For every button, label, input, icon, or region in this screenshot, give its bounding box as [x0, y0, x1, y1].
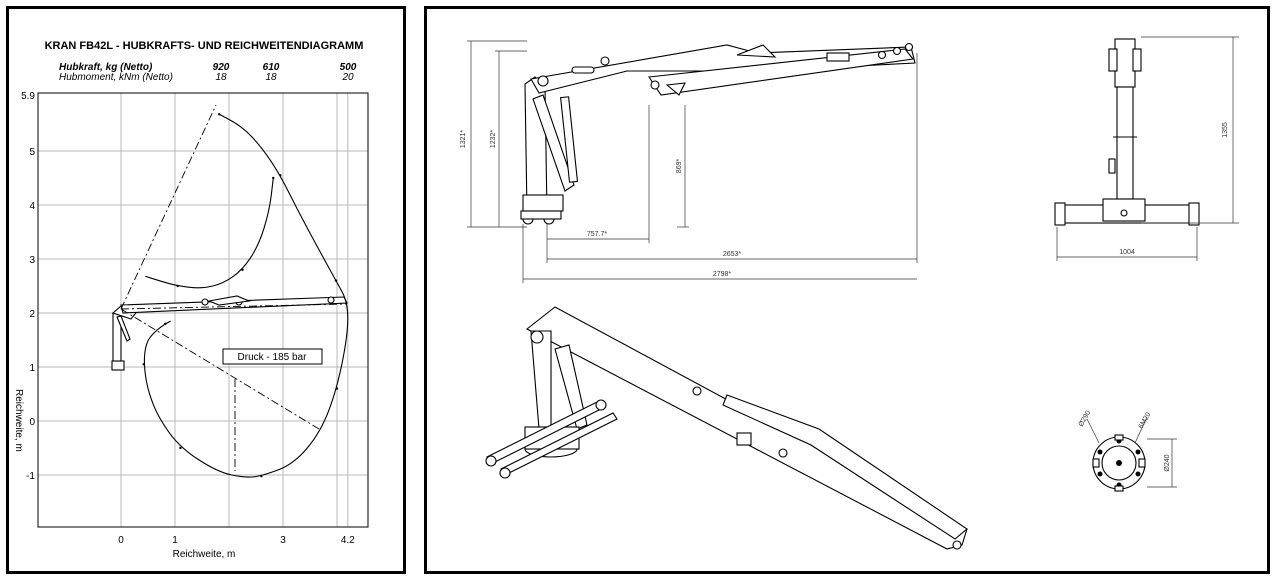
dim-6m20: 6M20: [1138, 411, 1153, 430]
x-tick-label: 0: [118, 535, 124, 546]
y-tick-label: 3: [29, 255, 35, 266]
dim-2653: 2653*: [723, 251, 742, 258]
hubkraft-value-2: 610: [263, 62, 280, 73]
reach-curve-1: [143, 113, 349, 478]
x-tick-label: 1: [172, 535, 178, 546]
plot-frame: [37, 92, 369, 528]
hubkraft-label: Hubkraft, kg (Netto): [59, 62, 153, 73]
hubmoment-value-1: 18: [215, 72, 227, 83]
y-tick-label: 5: [29, 147, 35, 158]
chart-title: KRAN FB42L - HUBKRAFTS- UND REICHWEITEND…: [45, 40, 364, 52]
dim-757-7: 757.7*: [587, 231, 608, 238]
side-view-drawing: 1321* 1232* 757.7* 869* 2653* 2798*: [460, 40, 918, 283]
curve-point: [272, 176, 275, 180]
x-tick-label: 3: [280, 535, 286, 546]
y-tick-label: 0: [29, 417, 35, 428]
curve-point: [164, 322, 167, 325]
pressure-label-box: [222, 348, 323, 365]
curve-point: [260, 474, 263, 478]
lift-chart-svg: KRAN FB42L - HUBKRAFTS- UND REICHWEITEND…: [13, 40, 369, 560]
base-plate-detail: Ø290 6M20 Ø240: [1078, 410, 1177, 492]
curve-point: [279, 174, 282, 177]
dim-1004: 1004: [1119, 249, 1135, 256]
x-tick-label: 4.2: [341, 535, 355, 546]
dim-2798: 2798*: [713, 271, 732, 278]
technical-drawing-svg: 1321* 1232* 757.7* 869* 2653* 2798*: [460, 36, 1239, 550]
technical-drawing-panel: 1321* 1232* 757.7* 869* 2653* 2798*: [424, 6, 1270, 574]
y-axis-label: Reichweite, m: [13, 389, 24, 452]
dim-869: 869*: [676, 159, 683, 174]
y-tick-label: 1: [29, 363, 35, 374]
chart-grid: [38, 93, 368, 527]
x-axis-label: Reichweite, m: [173, 549, 236, 560]
curve-point: [142, 363, 145, 366]
dim-1355: 1355: [1222, 122, 1229, 138]
y-axis-ticks: 5.9 5 4 3 2 1 0 -1: [21, 91, 35, 482]
y-tick-label: 4: [29, 201, 35, 212]
curve-point: [218, 113, 221, 116]
reach-lines: [120, 104, 348, 471]
curve-point: [334, 279, 338, 282]
dim-1321: 1321*: [460, 130, 467, 149]
hubmoment-label: Hubmoment, kNm (Netto): [59, 72, 173, 83]
curve-point: [179, 446, 182, 450]
curve-point: [335, 387, 339, 390]
reach-curve-2: [145, 177, 274, 289]
reach-curves: [142, 113, 349, 478]
lift-chart-panel: KRAN FB42L - HUBKRAFTS- UND REICHWEITEND…: [6, 6, 406, 574]
front-view-drawing: 1355 1004: [1054, 36, 1239, 261]
hubmoment-value-3: 20: [341, 72, 354, 83]
y-tick-label: 2: [29, 309, 35, 320]
dim-diameter-240: Ø240: [1164, 454, 1171, 471]
curve-point: [241, 268, 244, 271]
y-tick-label: 5.9: [21, 91, 35, 102]
hubmoment-value-2: 18: [265, 72, 277, 83]
hubkraft-value-1: 920: [213, 62, 230, 73]
curve-point: [176, 284, 179, 288]
y-tick-label: -1: [26, 471, 35, 482]
hubkraft-value-3: 500: [340, 62, 357, 73]
x-axis-ticks: 0 1 3 4.2: [118, 535, 355, 546]
pressure-label: Druck - 185 bar: [238, 352, 308, 363]
isometric-view-drawing: [485, 306, 968, 550]
dim-1232: 1232*: [490, 130, 497, 149]
